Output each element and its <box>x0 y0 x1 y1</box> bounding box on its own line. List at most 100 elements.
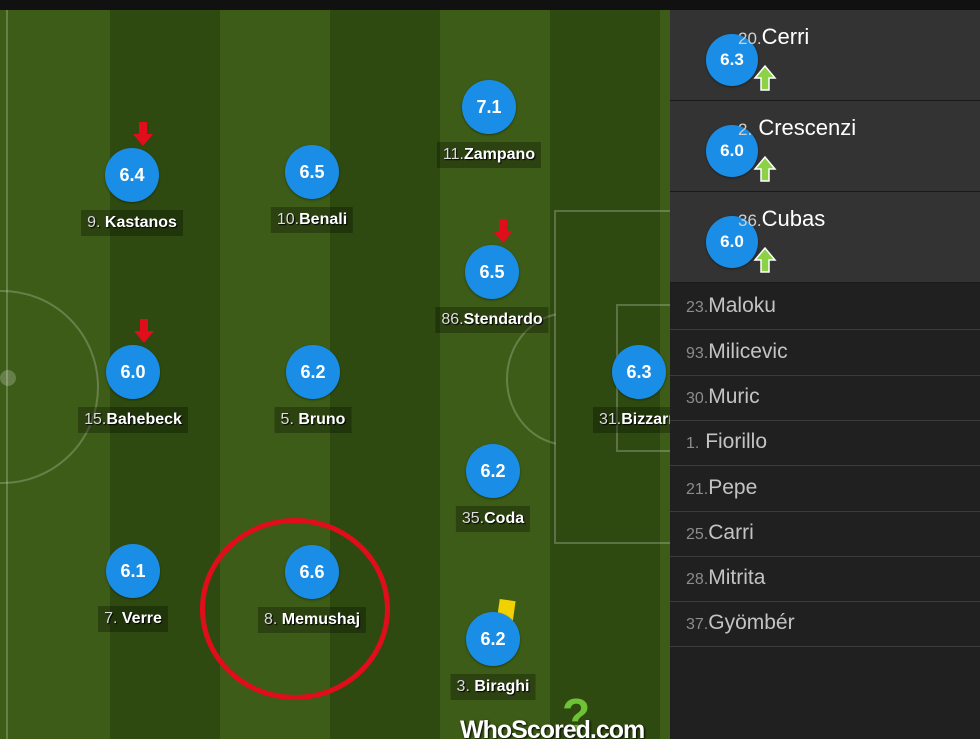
player-rating: 6.2 <box>466 444 520 498</box>
player-number: 9. <box>87 214 101 231</box>
player-benali[interactable]: 6.5 10.Benali <box>237 145 387 240</box>
player-label: 5. Bruno <box>274 407 352 433</box>
player-number: 31. <box>598 411 622 428</box>
player-bruno[interactable]: 6.2 5. Bruno <box>238 345 388 440</box>
player-label: 11.Zampano <box>436 142 542 168</box>
player-rating: 6.3 <box>612 345 666 399</box>
player-name: Biraghi <box>474 678 530 695</box>
bench-number: 21. <box>686 481 709 498</box>
bench-label: 23.Maloku <box>686 294 776 318</box>
substitute-label: 36.Cubas <box>738 206 825 232</box>
player-number: 5. <box>280 411 294 428</box>
player-label: 7. Verre <box>98 606 168 632</box>
player-rating: 6.2 <box>286 345 340 399</box>
bench-name: Pepe <box>708 476 758 499</box>
player-number: 7. <box>104 610 118 627</box>
player-name: Bizzarri <box>621 411 670 428</box>
player-name: Memushaj <box>281 611 361 628</box>
player-zampano[interactable]: 7.1 11.Zampano <box>414 80 564 175</box>
player-rating: 6.2 <box>466 612 520 666</box>
substitute-row[interactable]: 6.0 2. Crescenzi <box>670 101 980 192</box>
player-biraghi[interactable]: 6.2 3. Biraghi <box>418 599 568 707</box>
player-rating: 6.6 <box>285 545 339 599</box>
substitute-name: Cubas <box>761 206 826 231</box>
logo-glyph: ? <box>562 689 591 739</box>
substitute-number: 20. <box>738 29 762 48</box>
player-coda[interactable]: 6.2 35.Coda <box>418 444 568 539</box>
player-label: 10.Benali <box>270 207 354 233</box>
player-rating: 6.5 <box>465 245 519 299</box>
bench-number: 1. <box>686 435 700 452</box>
player-label: 3. Biraghi <box>450 674 536 700</box>
player-rating: 6.4 <box>105 148 159 202</box>
bench-label: 25.Carri <box>686 521 754 545</box>
bench-row[interactable]: 30.Muric <box>670 375 980 421</box>
substitute-rating: 6.0 <box>706 125 758 177</box>
bench-name: Fiorillo <box>705 430 768 453</box>
bench-row[interactable]: 1. Fiorillo <box>670 420 980 466</box>
player-label: 31.Bizzarri <box>592 407 670 433</box>
substitute-rating: 6.0 <box>706 216 758 268</box>
bench-row[interactable]: 23.Maloku <box>670 284 980 330</box>
player-number: 15. <box>84 411 107 428</box>
player-label: 86.Stendardo <box>435 307 549 333</box>
substitution-on-icon <box>753 155 777 182</box>
player-name: Kastanos <box>104 214 177 231</box>
player-name: Zampano <box>463 146 536 163</box>
bench-name: Milicevic <box>708 340 788 363</box>
bench-number: 30. <box>686 390 709 407</box>
player-name: Stendardo <box>463 311 543 328</box>
bench-name: Maloku <box>708 294 776 317</box>
player-bizzarri[interactable]: 6.3 31.Bizzarri <box>564 345 670 440</box>
player-name: Bahebeck <box>106 411 182 428</box>
bench-number: 37. <box>686 616 709 633</box>
bench-number: 25. <box>686 526 709 543</box>
player-number: 86. <box>441 311 464 328</box>
bench-name: Gyömbér <box>708 611 795 634</box>
player-number: 8. <box>263 611 278 628</box>
player-rating: 6.5 <box>285 145 339 199</box>
bench-name: Carri <box>708 521 754 544</box>
player-number: 11. <box>442 146 464 163</box>
substitute-row[interactable]: 6.0 36.Cubas <box>670 192 980 283</box>
bench-label: 93.Milicevic <box>686 340 788 364</box>
player-memushaj[interactable]: 6.6 8. Memushaj <box>237 545 387 640</box>
player-rating: 7.1 <box>462 80 516 134</box>
logo-text: WhoScored.com <box>460 716 645 739</box>
bench-number: 28. <box>686 571 709 588</box>
player-bahebeck[interactable]: 6.0 15.Bahebeck <box>58 319 208 440</box>
player-number: 35. <box>461 510 485 527</box>
substitution-off-icon <box>133 122 153 146</box>
player-name: Verre <box>121 610 162 627</box>
player-rating: 6.0 <box>106 345 160 399</box>
player-rating: 6.1 <box>106 544 160 598</box>
substitute-row[interactable]: 6.3 20.Cerri <box>670 10 980 101</box>
player-label: 9. Kastanos <box>81 210 183 236</box>
player-label: 35.Coda <box>455 506 531 532</box>
substitution-off-icon <box>134 319 154 343</box>
substitution-on-icon <box>753 64 777 91</box>
bench-number: 93. <box>686 345 709 362</box>
substitute-label: 20.Cerri <box>738 24 809 50</box>
bench-row[interactable]: 25.Carri <box>670 511 980 557</box>
player-verre[interactable]: 6.1 7. Verre <box>58 544 208 639</box>
player-kastanos[interactable]: 6.4 9. Kastanos <box>57 122 207 243</box>
bench-number: 23. <box>686 299 709 316</box>
bench-label: 30.Muric <box>686 385 760 409</box>
player-name: Benali <box>299 211 348 228</box>
player-stendardo[interactable]: 6.5 86.Stendardo <box>417 219 567 340</box>
bench-row[interactable]: 28.Mitrita <box>670 556 980 602</box>
substitutes-panel: 6.3 20.Cerri 6.0 2. Crescenzi 6.0 36.Cub… <box>670 10 980 739</box>
substitute-number: 2. <box>738 120 753 139</box>
player-number: 10. <box>276 211 300 228</box>
bench-row[interactable]: 93.Milicevic <box>670 330 980 376</box>
whoscored-logo: ? WhoScored.com <box>460 686 660 739</box>
substitute-number: 36. <box>738 211 762 230</box>
bench-label: 21.Pepe <box>686 476 757 500</box>
bench-name: Muric <box>708 385 760 408</box>
pitch: 6.4 9. Kastanos 6.5 10.Benali 7.1 11.Zam… <box>0 10 670 739</box>
bench-row[interactable]: 37.Gyömbér <box>670 601 980 647</box>
player-number: 3. <box>456 678 470 695</box>
bench-row[interactable]: 21.Pepe <box>670 466 980 512</box>
player-name: Coda <box>484 510 525 527</box>
